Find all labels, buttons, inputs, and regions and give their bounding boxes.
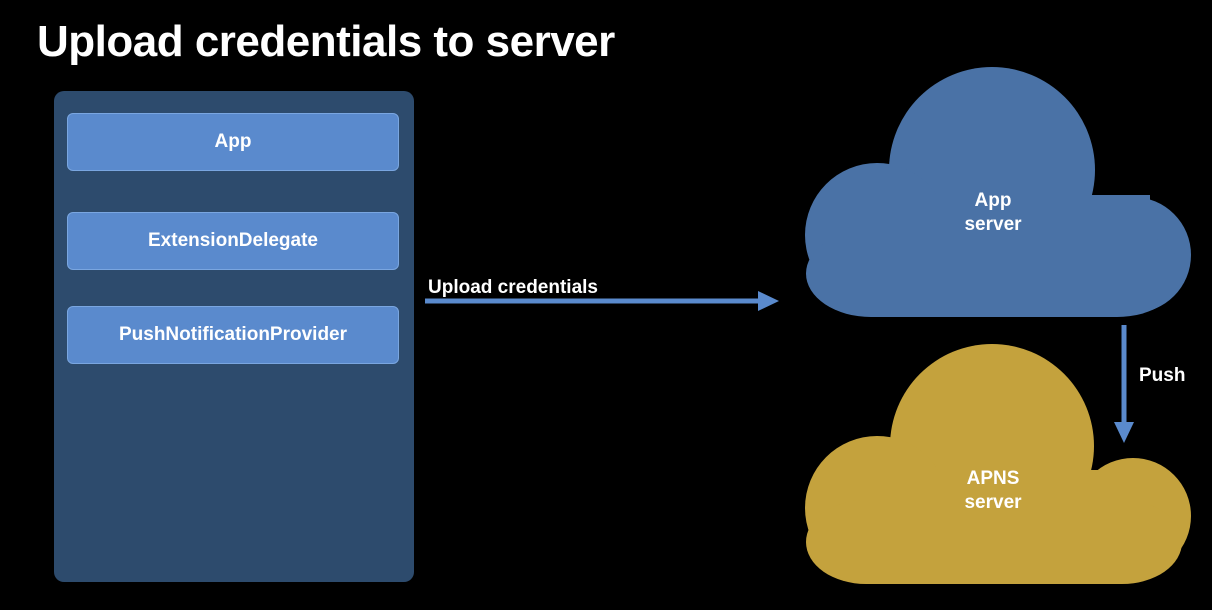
app-server-cloud: [805, 67, 1191, 317]
app-component: App: [67, 113, 399, 171]
extension-delegate-component: ExtensionDelegate: [67, 212, 399, 270]
apns-server-label-line1: APNS: [966, 468, 1020, 489]
upload-arrow: [425, 291, 779, 311]
push-label: Push: [1139, 365, 1186, 386]
apns-server-label-line2: server: [964, 492, 1022, 513]
app-server-label: App server: [913, 189, 1073, 237]
apns-server-cloud: [805, 344, 1191, 584]
app-server-label-line2: server: [964, 214, 1022, 235]
slide-title: Upload credentials to server: [37, 17, 615, 66]
upload-credentials-label: Upload credentials: [428, 277, 598, 298]
apns-server-label: APNS server: [913, 467, 1073, 515]
app-server-label-line1: App: [974, 190, 1012, 211]
push-notification-provider-component: PushNotificationProvider: [67, 306, 399, 364]
push-arrow: [1114, 325, 1134, 443]
device-panel: App ExtensionDelegate PushNotificationPr…: [54, 91, 414, 582]
